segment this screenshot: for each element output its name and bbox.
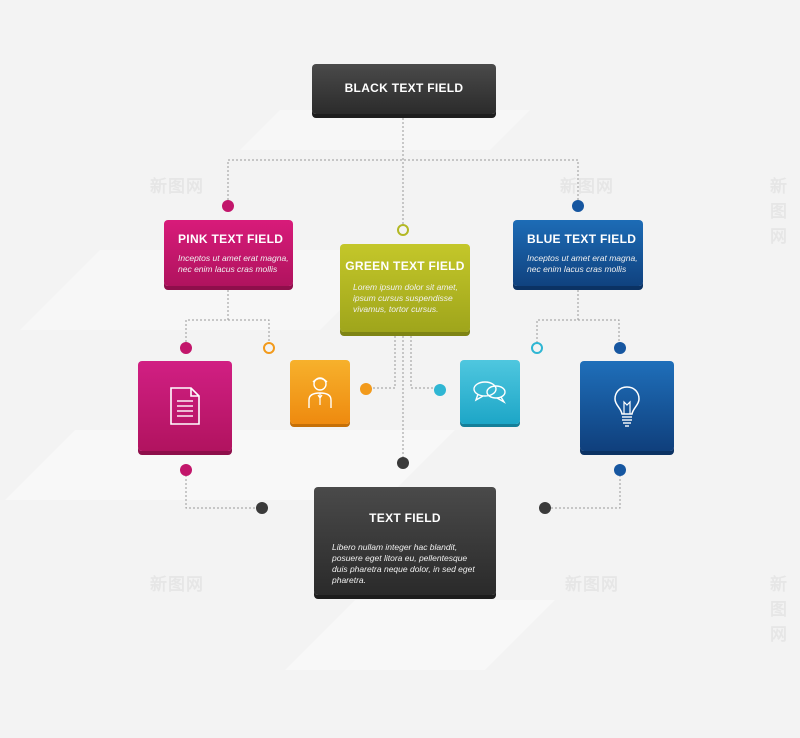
box-body: Lorem ipsum dolor sit amet, ipsum cursus… xyxy=(353,282,458,314)
connector-dot xyxy=(397,457,409,469)
chat-tile xyxy=(460,360,520,424)
connector-dot xyxy=(434,384,446,396)
document-icon xyxy=(170,387,200,425)
box-body: Inceptos ut amet erat magna, nec enim la… xyxy=(178,253,289,274)
watermark: 新图网 xyxy=(560,177,614,196)
text-field-box: TEXT FIELD Libero nullam integer hac bla… xyxy=(314,487,496,595)
connector-dot xyxy=(397,224,409,236)
green-text-field-box: GREEN TEXT FIELD Lorem ipsum dolor sit a… xyxy=(340,244,470,332)
chat-bubbles-icon xyxy=(473,381,506,404)
box-title: GREEN TEXT FIELD xyxy=(345,259,465,273)
lightbulb-icon xyxy=(614,386,640,427)
connector-dot xyxy=(531,342,543,354)
black-text-field-box: BLACK TEXT FIELD xyxy=(312,64,496,114)
box-body: Inceptos ut amet erat magna, nec enim la… xyxy=(527,253,638,274)
document-tile xyxy=(138,361,232,451)
connector-dot xyxy=(263,342,275,354)
person-tile xyxy=(290,360,350,424)
watermark: 新图网 xyxy=(150,177,204,196)
watermark: 新图网 xyxy=(770,177,788,246)
blue-text-field-box: BLUE TEXT FIELD Inceptos ut amet erat ma… xyxy=(513,220,643,286)
pink-text-field-box: PINK TEXT FIELD Inceptos ut amet erat ma… xyxy=(164,220,293,286)
person-icon xyxy=(308,377,332,408)
connector-dot xyxy=(614,342,626,354)
connector-dot xyxy=(222,200,234,212)
connector-dot xyxy=(614,464,626,476)
connector-dot xyxy=(256,502,268,514)
box-title: PINK TEXT FIELD xyxy=(178,232,284,246)
watermark: 新图网 xyxy=(565,575,619,594)
connector-dot xyxy=(539,502,551,514)
connector-dot xyxy=(572,200,584,212)
connector-dot xyxy=(180,342,192,354)
connector-dot xyxy=(360,383,372,395)
box-title: BLACK TEXT FIELD xyxy=(344,81,464,95)
watermark: 新图网 xyxy=(770,575,788,644)
watermark: 新图网 xyxy=(150,575,204,594)
box-title: BLUE TEXT FIELD xyxy=(527,232,637,246)
lightbulb-tile xyxy=(580,361,674,451)
connector-dot xyxy=(180,464,192,476)
box-title: TEXT FIELD xyxy=(369,511,441,525)
box-body: Libero nullam integer hac blandit, posue… xyxy=(332,542,475,585)
